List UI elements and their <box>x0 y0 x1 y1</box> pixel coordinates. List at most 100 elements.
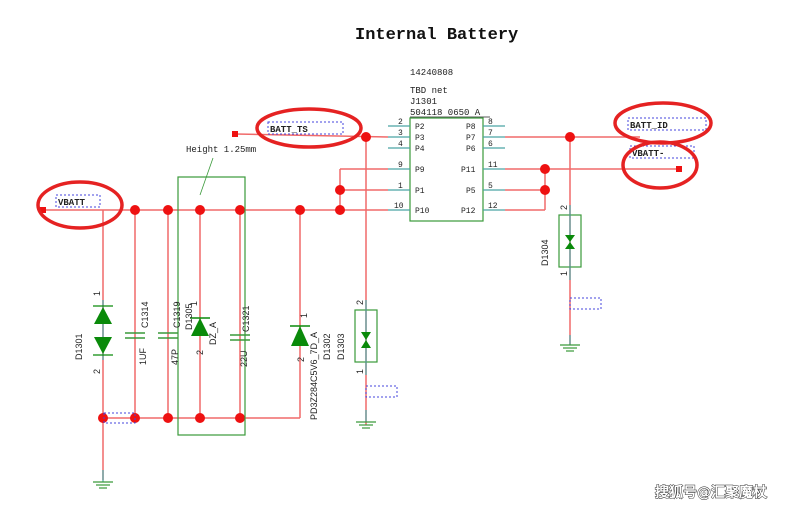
d1303-net-placeholder <box>365 385 398 398</box>
pin-num: 6 <box>488 140 493 149</box>
pin-name: P5 <box>466 187 476 196</box>
d1305-value: DZ_A <box>208 322 218 345</box>
c1321-capacitor[interactable] <box>230 334 250 341</box>
junction-dot <box>540 164 550 174</box>
d1303-diode[interactable] <box>354 300 378 375</box>
ground-icon <box>93 470 113 489</box>
batt-ts-label-box <box>267 121 344 135</box>
highlight-batt-ts <box>255 107 363 149</box>
connector-right-pins: 8 7 6 11 5 12 P8 P7 P6 P11 P5 P12 <box>461 118 505 216</box>
d1304-pin2: 2 <box>559 205 569 210</box>
junction-dot <box>195 413 205 423</box>
diode-triangle <box>291 326 309 346</box>
schematic-title: Internal Battery <box>355 26 518 45</box>
d1302-diode[interactable] <box>290 325 310 346</box>
d1302-pin2: 2 <box>296 357 306 362</box>
junction-dot <box>361 132 371 142</box>
junctions <box>98 132 575 423</box>
c1314-refdes: C1314 <box>140 301 150 328</box>
junction-dot <box>163 205 173 215</box>
junction-dot <box>235 205 245 215</box>
c1314-capacitor[interactable] <box>125 332 145 339</box>
pin-num: 12 <box>488 202 498 211</box>
c1321-refdes: C1321 <box>241 305 251 332</box>
pin-name: P4 <box>415 145 425 154</box>
pin-num: 3 <box>398 129 403 138</box>
pin-name: P8 <box>466 123 476 132</box>
c1319-refdes: C1319 <box>172 301 182 328</box>
junction-dot <box>235 413 245 423</box>
gnd-net-placeholder <box>103 412 136 424</box>
junction-dot <box>335 205 345 215</box>
pin-name: P9 <box>415 166 425 175</box>
pin-name: P12 <box>461 207 476 216</box>
batt-ts-terminal <box>232 131 238 137</box>
vbatt-minus-terminal <box>676 166 682 172</box>
junction-dot <box>163 413 173 423</box>
ground-icon <box>356 410 376 429</box>
d1302-refdes: D1302 <box>322 333 332 360</box>
d1301-diode[interactable] <box>93 300 113 360</box>
d1302-pin1: 1 <box>299 313 309 318</box>
d1303-pin2: 2 <box>355 300 365 305</box>
pin-num: 1 <box>398 182 403 191</box>
d1304-refdes: D1304 <box>540 239 550 266</box>
junction-dot <box>335 185 345 195</box>
pin-name: P3 <box>415 134 425 143</box>
junction-dot <box>195 205 205 215</box>
diode-triangle-down <box>94 337 112 354</box>
junction-dot <box>565 132 575 142</box>
highlight-vbatt <box>36 180 124 230</box>
d1305-pin1: 1 <box>189 301 199 306</box>
d1301-refdes: D1301 <box>74 333 84 360</box>
net-label-vbatt-minus[interactable]: VBATT- <box>632 149 664 159</box>
pin-num: 10 <box>394 202 404 211</box>
c1319-capacitor[interactable] <box>158 332 178 339</box>
junction-dot <box>130 205 140 215</box>
pin-num: 4 <box>398 140 403 149</box>
wires <box>42 133 680 480</box>
d1301-pin2: 2 <box>92 369 102 374</box>
height-annotation: Height 1.25mm <box>186 145 256 155</box>
highlight-vbatt-minus <box>621 140 699 190</box>
ground-icon <box>560 335 580 352</box>
connector-net-info: TBD net <box>410 86 448 96</box>
d1304-pin1: 1 <box>559 271 569 276</box>
pin-num: 11 <box>488 161 498 170</box>
diode-triangle <box>191 318 209 336</box>
watermark: 搜狐号@汇聚魔杖 <box>655 484 768 501</box>
net-label-batt-id[interactable]: BATT_ID <box>630 121 668 131</box>
connector-model: 504118 0650 A <box>410 108 481 118</box>
d1301-pin1: 1 <box>92 291 102 296</box>
d1305-diode[interactable] <box>190 317 210 336</box>
pin-name: P2 <box>415 123 425 132</box>
connector-left-pins: 2 3 4 9 1 10 P2 P3 P4 P9 P1 P10 <box>388 118 430 216</box>
junction-dot <box>295 205 305 215</box>
c1319-value: 47P <box>170 349 180 365</box>
connector-part-number: 14240808 <box>410 68 453 78</box>
net-label-batt-ts[interactable]: BATT_TS <box>270 125 308 135</box>
net-label-vbatt[interactable]: VBATT <box>58 198 86 208</box>
vbatt-label-box <box>55 194 101 208</box>
c1321-value: 22U <box>239 350 249 367</box>
junction-dot <box>98 413 108 423</box>
junction-dot <box>540 185 550 195</box>
d1302-value: PD3Z284C5V6_7D_A <box>309 332 319 420</box>
pin-name: P7 <box>466 134 476 143</box>
height-keepout-box <box>177 176 246 436</box>
d1304-diode[interactable] <box>558 205 582 280</box>
diode-triangle-up <box>94 307 112 324</box>
vbatt-terminal <box>40 207 46 213</box>
d1305-refdes: D1305 <box>184 303 194 330</box>
pin-name: P10 <box>415 207 430 216</box>
pin-name: P1 <box>415 187 425 196</box>
batt-id-label-box <box>627 117 707 131</box>
annotation-leader <box>199 157 214 196</box>
d1303-pin1: 1 <box>355 369 365 374</box>
pin-num: 7 <box>488 129 493 138</box>
d1303-refdes: D1303 <box>336 333 346 360</box>
d1304-net-placeholder <box>569 297 602 310</box>
c1314-value: 1UF <box>138 347 148 365</box>
pin-num: 8 <box>488 118 493 127</box>
